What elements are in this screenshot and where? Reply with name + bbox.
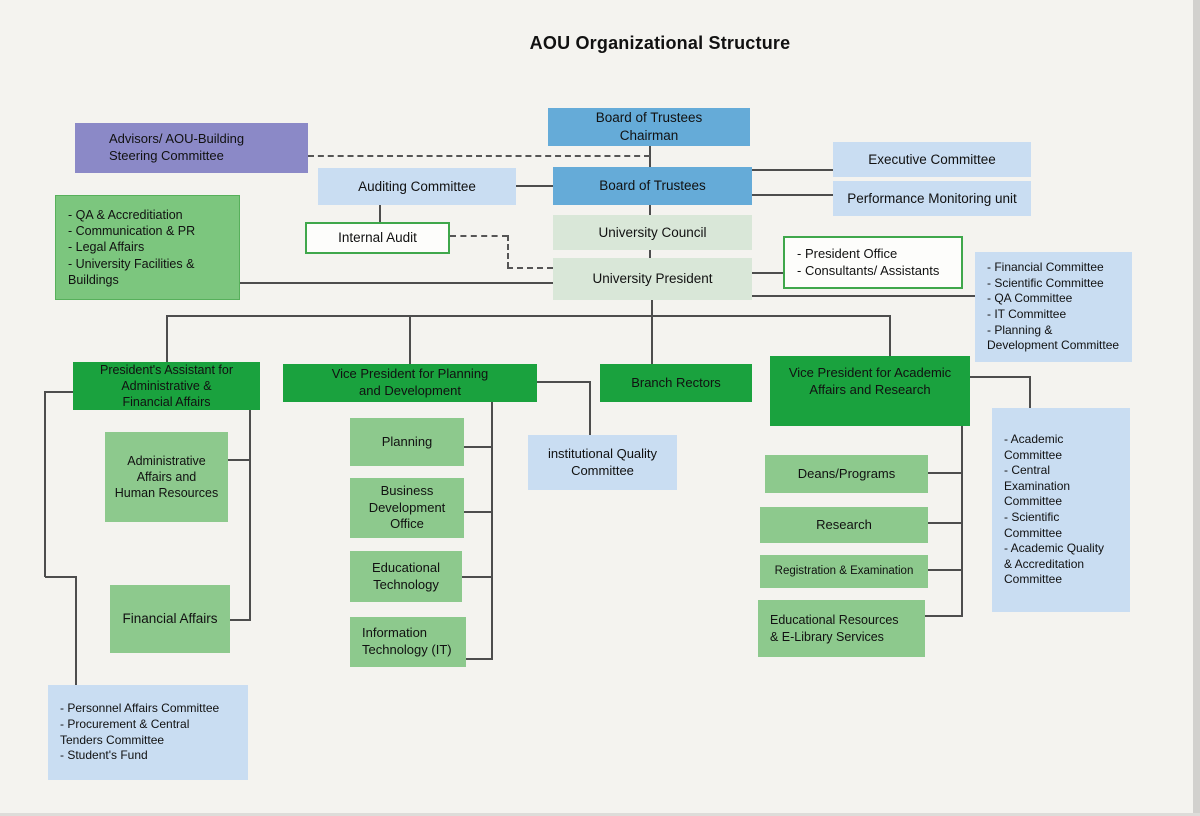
node-auditing-committee: Auditing Committee (318, 168, 516, 205)
connector-auditing-internal (379, 205, 381, 222)
node-business-development-office: Business Development Office (350, 478, 464, 538)
connector-vpplanning-iqc-h (537, 381, 590, 383)
connector-stub-eduresources (925, 615, 962, 617)
connector-rail-top (167, 315, 890, 317)
connector-internalaudit-dashed-v (507, 235, 509, 268)
node-information-technology: Information Technology (IT) (350, 617, 466, 667)
connector-council-president (649, 250, 651, 258)
connector-auditing-bot (516, 185, 553, 187)
node-planning: Planning (350, 418, 464, 466)
connector-stub-deans (928, 472, 962, 474)
node-educational-resources-elibrary: Educational Resources & E-Library Servic… (758, 600, 925, 657)
connector-president-rail (651, 300, 653, 316)
connector-pa-jog-h (45, 576, 76, 578)
connector-pa-left-h (45, 391, 73, 393)
page-title: AOU Organizational Structure (529, 33, 791, 53)
connector-drop-pa (166, 315, 168, 362)
connector-bot-council (649, 205, 651, 215)
connector-vpplanning-iqc-v (589, 381, 591, 435)
node-qa-accreditation-list: - QA & Accreditiation - Communication & … (55, 195, 240, 300)
connector-vpacademic-committees-v (1029, 376, 1031, 408)
node-presidents-assistant: President's Assistant for Administrative… (73, 362, 260, 410)
node-institutional-quality-committee: institutional Quality Committee (528, 435, 677, 490)
connector-stub-adminhr (228, 459, 250, 461)
node-administrative-affairs-hr: Administrative Affairs and Human Resourc… (105, 432, 228, 522)
node-board-of-trustees-chairman: Board of Trustees Chairman (548, 108, 750, 146)
connector-internalaudit-dashed-h2 (507, 267, 553, 269)
node-performance-monitoring-unit: Performance Monitoring unit (833, 181, 1031, 216)
node-academic-committees-list: - Academic Committee - Central Examinati… (992, 408, 1130, 612)
connector-bot-exec (752, 169, 833, 171)
connector-stub-edtech (462, 576, 492, 578)
connector-stub-finaffairs (230, 619, 250, 621)
node-vp-planning-development: Vice President for Planning and Developm… (283, 364, 537, 402)
node-registration-examination: Registration & Examination (760, 555, 928, 588)
node-executive-committee: Executive Committee (833, 142, 1031, 177)
connector-drop-vpacademic (889, 315, 891, 356)
connector-stub-it (466, 658, 492, 660)
node-educational-technology: Educational Technology (350, 551, 462, 602)
scan-edge-right (1193, 0, 1200, 816)
connector-chairman-bot (649, 146, 651, 167)
connector-pa-personnel-v (75, 576, 77, 686)
node-advisors: Advisors/ AOU-Building Steering Committe… (75, 123, 308, 173)
connector-drop-rectors (651, 315, 653, 364)
connector-stub-bdo (464, 511, 492, 513)
connector-qalist-president (240, 282, 553, 284)
connector-rail-vpplanning (491, 402, 493, 660)
connector-advisors-dashed (308, 155, 650, 157)
node-personnel-committees-list: - Personnel Affairs Committee - Procurem… (48, 685, 248, 780)
connector-stub-planning (464, 446, 492, 448)
connector-president-committees (752, 295, 975, 297)
connector-vpacademic-committees-h (970, 376, 1030, 378)
connector-president-office (752, 272, 783, 274)
connector-bot-perf (752, 194, 833, 196)
connector-rail-pa-right (249, 410, 251, 621)
node-financial-affairs: Financial Affairs (110, 585, 230, 653)
node-vp-academic-research: Vice President for Academic Affairs and … (770, 356, 970, 426)
connector-drop-vpplanning (409, 315, 411, 364)
node-president-office: - President Office - Consultants/ Assist… (783, 236, 963, 289)
node-branch-rectors: Branch Rectors (600, 364, 752, 402)
connector-stub-research (928, 522, 962, 524)
connector-internalaudit-dashed-h1 (450, 235, 508, 237)
node-president-committees-list: - Financial Committee - Scientific Commi… (975, 252, 1132, 362)
node-university-council: University Council (553, 215, 752, 250)
node-deans-programs: Deans/Programs (765, 455, 928, 493)
node-university-president: University President (553, 258, 752, 300)
node-board-of-trustees: Board of Trustees (553, 167, 752, 205)
connector-rail-vpacademic (961, 425, 963, 617)
scan-edge-bottom (0, 813, 1200, 816)
node-internal-audit: Internal Audit (305, 222, 450, 254)
connector-pa-left-v (44, 391, 46, 577)
connector-stub-registration (928, 569, 962, 571)
node-research: Research (760, 507, 928, 543)
